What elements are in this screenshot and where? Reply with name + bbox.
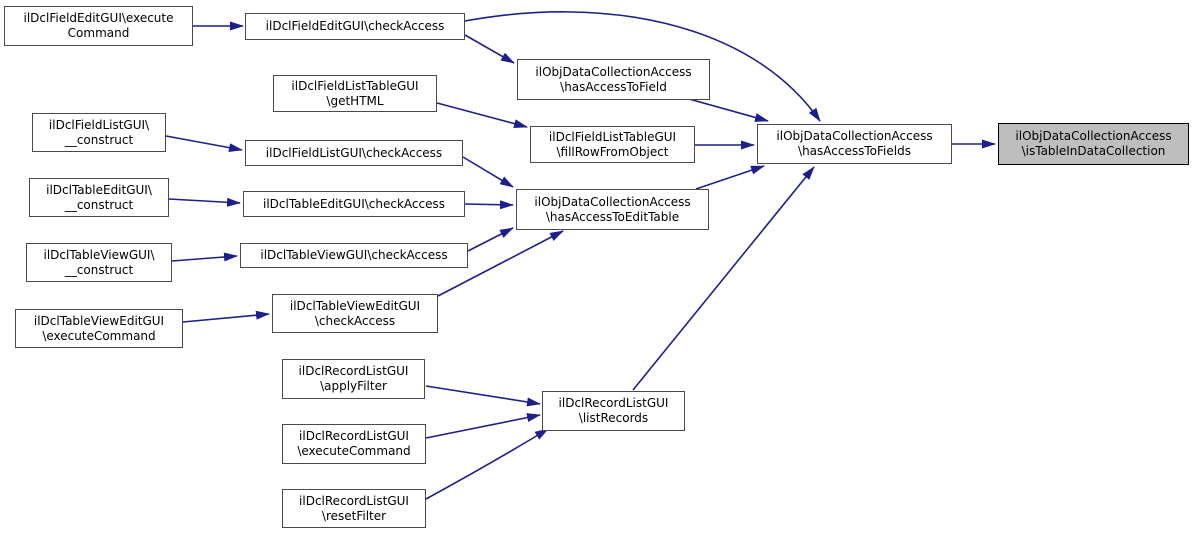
- node-has-access-to-edit-table[interactable]: ilObjDataCollectionAccess \hasAccessToEd…: [516, 189, 709, 230]
- node-label: \getHTML: [326, 93, 384, 108]
- node-table-view-construct[interactable]: ilDclTableViewGUI\ __construct: [26, 243, 172, 282]
- node-table-edit-check-access[interactable]: ilDclTableEditGUI\checkAccess: [243, 191, 465, 217]
- node-label: __construct: [64, 197, 134, 212]
- edge-record-execute-command--list-records: [425, 413, 541, 439]
- node-label: ilObjDataCollectionAccess: [534, 194, 691, 209]
- node-label: \hasAccessToFields: [798, 144, 911, 158]
- node-label: ilDclTableViewEditGUI: [33, 313, 165, 328]
- edge-table-edit-construct--table-edit-check-access: [168, 197, 241, 207]
- edge-table-view-check-access--has-access-to-edit-table: [467, 227, 514, 252]
- node-label: \checkAccess: [314, 313, 396, 328]
- edge-tve-execute-command--tve-check-access: [182, 310, 270, 323]
- node-record-list-apply-filter[interactable]: ilDclRecordListGUI \applyFilter: [282, 359, 425, 399]
- node-label: __construct: [64, 132, 134, 147]
- edge-has-access-to-edit-table--has-access-to-fields: [695, 165, 765, 190]
- node-has-access-to-fields[interactable]: ilObjDataCollectionAccess \hasAccessToFi…: [757, 124, 952, 164]
- node-label: \fillRowFromObject: [556, 144, 669, 159]
- node-label: ilDclTableViewEditGUI: [289, 298, 421, 313]
- node-record-list-list-records[interactable]: ilDclRecordListGUI \listRecords: [542, 391, 685, 431]
- node-label: \hasAccessToField: [560, 79, 667, 94]
- node-table-view-edit-execute-command[interactable]: ilDclTableViewEditGUI \executeCommand: [15, 309, 183, 348]
- node-label: ilDclRecordListGUI: [299, 429, 409, 443]
- node-label: ilDclFieldEditGUI\execute: [23, 11, 174, 25]
- node-field-list-check-access[interactable]: ilDclFieldListGUI\checkAccess: [245, 140, 463, 166]
- edge-reset-filter--list-records: [425, 428, 549, 500]
- node-label: ilDclRecordListGUI: [299, 493, 409, 508]
- node-field-edit-check-access[interactable]: ilDclFieldEditGUI\checkAccess: [245, 13, 465, 40]
- edge-table-view-construct--table-view-check-access: [171, 252, 238, 262]
- node-field-list-table-get-html[interactable]: ilDclFieldListTableGUI \getHTML: [273, 75, 437, 112]
- node-field-edit-execute-command[interactable]: ilDclFieldEditGUI\execute Command: [4, 6, 193, 46]
- node-label: ilDclFieldListGUI\checkAccess: [265, 145, 443, 160]
- node-fill-row-from-object[interactable]: ilDclFieldListTableGUI \fillRowFromObjec…: [530, 126, 695, 163]
- node-has-access-to-field[interactable]: ilObjDataCollectionAccess \hasAccessToFi…: [517, 59, 710, 100]
- node-label: ilObjDataCollectionAccess: [535, 64, 692, 79]
- node-label: ilDclTableViewGUI\checkAccess: [260, 248, 448, 262]
- node-table-edit-construct[interactable]: ilDclTableEditGUI\ __construct: [29, 178, 169, 217]
- node-label: __construct: [64, 262, 134, 277]
- edge-has-access-to-field--has-access-to-fields: [688, 98, 769, 122]
- node-label: ilDclFieldEditGUI\checkAccess: [265, 19, 445, 33]
- node-table-view-edit-check-access[interactable]: ilDclTableViewEditGUI \checkAccess: [272, 294, 438, 333]
- node-label: \applyFilter: [320, 379, 387, 393]
- node-label: \executeCommand: [42, 328, 156, 343]
- node-field-list-construct[interactable]: ilDclFieldListGUI\ __construct: [32, 113, 166, 152]
- node-is-table-in-data-collection: ilObjDataCollectionAccess \isTableInData…: [998, 123, 1189, 165]
- edge-field-list-construct--field-list-check-access: [165, 135, 243, 153]
- node-label: ilDclTableEditGUI\checkAccess: [263, 196, 445, 211]
- node-label: ilDclFieldListGUI\: [48, 117, 150, 132]
- node-label: ilDclFieldListTableGUI: [291, 78, 419, 93]
- node-label: ilObjDataCollectionAccess: [1015, 129, 1172, 143]
- node-table-view-check-access[interactable]: ilDclTableViewGUI\checkAccess: [240, 243, 468, 268]
- node-label: \executeCommand: [297, 444, 411, 458]
- edge-apply-filter--list-records: [425, 385, 541, 407]
- node-label: \isTableInDataCollection: [1021, 144, 1166, 158]
- edge-tve-check-access--has-access-to-edit-table: [437, 230, 564, 297]
- node-record-list-reset-filter[interactable]: ilDclRecordListGUI \resetFilter: [282, 489, 426, 528]
- node-label: \resetFilter: [321, 508, 387, 523]
- node-record-list-execute-command[interactable]: ilDclRecordListGUI \executeCommand: [282, 424, 426, 464]
- node-label: ilDclTableEditGUI\: [46, 182, 152, 197]
- node-label: ilDclFieldListTableGUI: [548, 129, 677, 144]
- node-label: ilObjDataCollectionAccess: [776, 129, 933, 143]
- edge-table-edit-check-access--has-access-to-edit-table: [464, 200, 514, 210]
- node-label: \listRecords: [578, 411, 649, 425]
- edge-get-html--fill-row-from-object: [436, 102, 528, 128]
- edge-list-records--has-access-to-fields: [632, 166, 815, 391]
- edge-field-edit-check-access--has-access-to-fields: [464, 11, 821, 122]
- edge-field-list-check-access--has-access-to-edit-table: [462, 156, 514, 188]
- node-label: ilDclTableViewGUI\: [43, 247, 155, 262]
- edge-field-edit-check-access--has-access-to-field: [464, 34, 515, 64]
- node-label: \hasAccessToEditTable: [545, 209, 680, 224]
- node-label: ilDclRecordListGUI: [558, 396, 669, 410]
- node-label: Command: [67, 26, 130, 40]
- node-label: ilDclRecordListGUI: [298, 364, 409, 378]
